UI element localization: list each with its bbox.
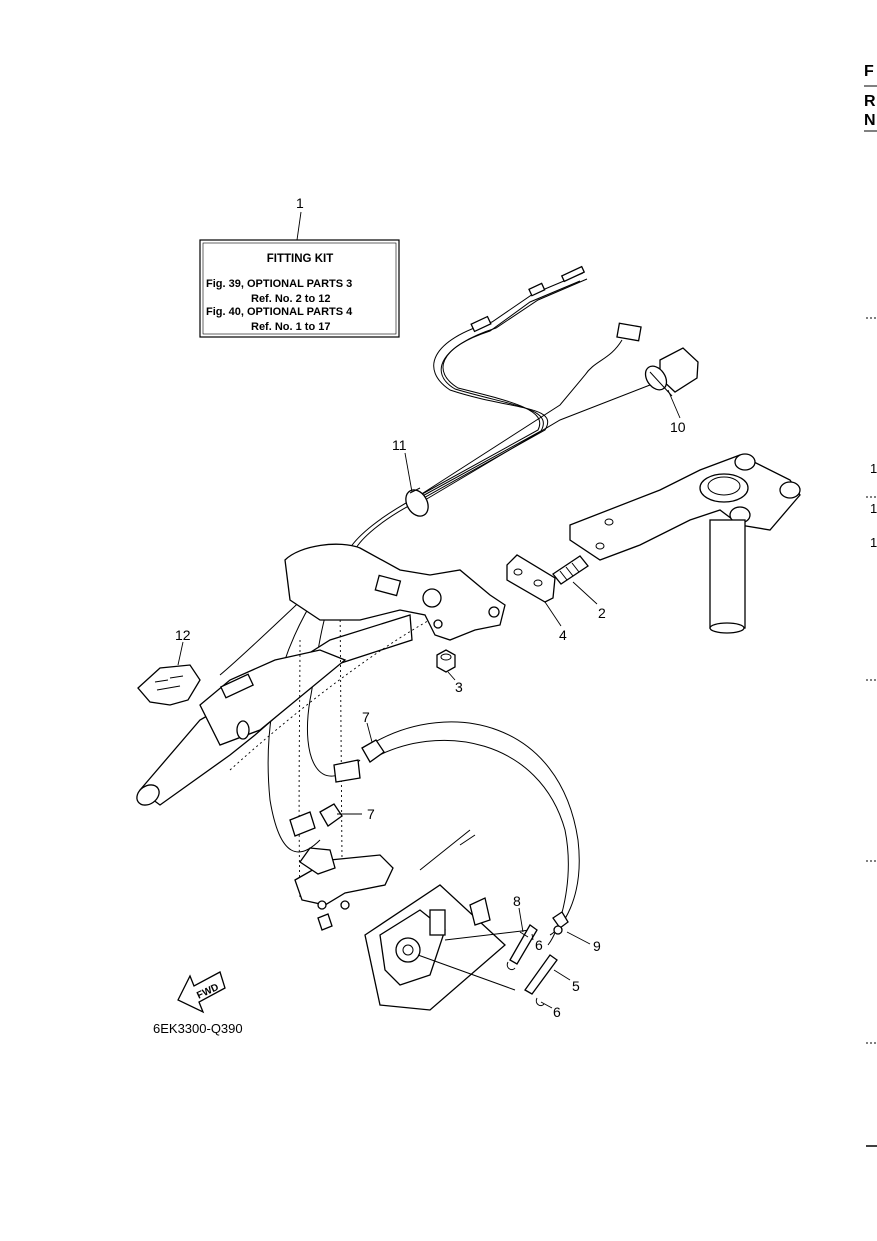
part-7-clips (289, 739, 385, 837)
callout-11: 11 (392, 437, 407, 453)
part-11-clip (405, 487, 429, 517)
callout-5: 5 (572, 978, 580, 994)
callout-6-lower: 6 (553, 1004, 561, 1020)
bracket-housing (284, 543, 506, 641)
callout-8: 8 (513, 893, 521, 909)
fitting-kit-line-1: Fig. 39, OPTIONAL PARTS 3 (206, 278, 352, 290)
small-parts (506, 911, 569, 1007)
callout-10: 10 (670, 419, 686, 435)
fitting-kit-title: FITTING KIT (267, 253, 333, 265)
part-8-rod (509, 924, 538, 965)
callout-4: 4 (559, 627, 567, 643)
part-4-plate (506, 554, 556, 603)
edge-digit-2: 1 (870, 501, 877, 516)
figure-code: 6EK3300-Q390 (153, 1021, 243, 1036)
tiller-handle (136, 599, 471, 901)
callout-9: 9 (593, 938, 601, 954)
fitting-kit-line-3: Fig. 40, OPTIONAL PARTS 4 (206, 306, 353, 318)
fwd-arrow-icon: FWD (177, 971, 226, 1014)
shift-mechanism (364, 829, 531, 1011)
edge-letter-r: R (864, 93, 876, 110)
edge-letter-n: N (864, 112, 876, 129)
steering-arm (569, 453, 801, 634)
fitting-kit-line-2: Ref. No. 2 to 12 (251, 293, 330, 305)
callout-1: 1 (296, 195, 304, 211)
edge-digit-1: 1 (870, 461, 877, 476)
callout-7-lower: 7 (367, 806, 375, 822)
fitting-kit-line-4: Ref. No. 1 to 17 (251, 321, 330, 333)
part-10-connector (644, 347, 699, 397)
edge-letter-f: F (864, 63, 874, 80)
callout-7-upper: 7 (362, 709, 370, 725)
lower-bracket (294, 847, 394, 931)
callout-12: 12 (175, 627, 191, 643)
part-3-nut (436, 649, 456, 673)
callout-6-upper: 6 (535, 937, 543, 953)
page-edge-fragments: F R N 1 1 1 (864, 63, 877, 1147)
part-12-grip (137, 664, 201, 706)
callout-3: 3 (455, 679, 463, 695)
callout-2: 2 (598, 605, 606, 621)
fitting-kit-box: FITTING KIT Fig. 39, OPTIONAL PARTS 3 Re… (199, 239, 400, 338)
edge-digit-3: 1 (870, 535, 877, 550)
connector-small (616, 322, 642, 342)
part-2-stud (552, 555, 589, 585)
callouts: 1 11 10 2 4 3 12 7 7 8 6 9 5 6 (175, 195, 686, 1020)
